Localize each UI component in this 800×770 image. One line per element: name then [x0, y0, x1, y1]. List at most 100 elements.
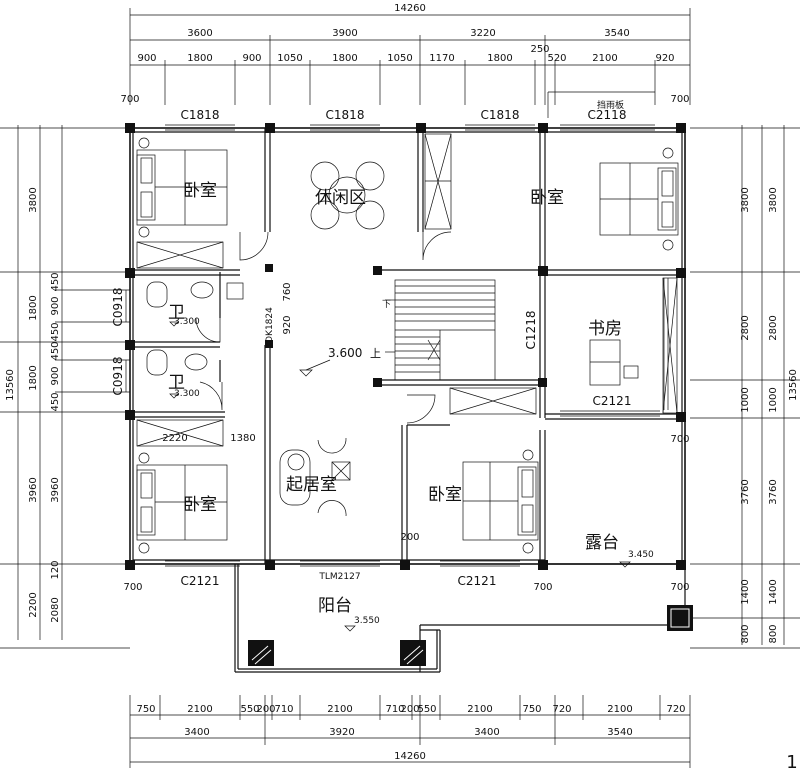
dim-left-in-3: 450: [50, 322, 61, 341]
dim-bot-14: 720: [666, 704, 685, 715]
dim-top2-7: 1170: [429, 53, 454, 64]
dim-left-in-2: 900: [50, 296, 61, 315]
dim-bot-13: 2100: [607, 704, 632, 715]
window-top-4: C2118: [588, 108, 627, 122]
room-study: 书房: [588, 319, 622, 339]
dim-top2-9: 250: [530, 44, 549, 55]
dim-top2-12: 920: [655, 53, 674, 64]
dim-bot-4: 200: [256, 704, 275, 715]
study-desk: [589, 339, 639, 386]
dim-bot-9: 550: [417, 704, 436, 715]
left-dimensions: 13560 3800 1800 1800 3960 2200 450 900 4…: [0, 125, 130, 649]
dim-right-in-3: 1000: [768, 387, 779, 412]
walls: [129, 127, 686, 673]
dim-right-1: 3800: [740, 187, 751, 212]
dim-700-a: 700: [120, 94, 139, 105]
dim-right-2: 2800: [740, 315, 751, 340]
room-bath-2: 卫: [168, 373, 185, 393]
dim-200: 200: [400, 532, 419, 543]
dim-top2-10: 520: [547, 53, 566, 64]
window-lines: [125, 91, 669, 567]
stair-down-label: 下: [382, 300, 391, 310]
room-bath-1: 卫: [168, 303, 185, 323]
column-hatches: [251, 608, 690, 665]
dim-bot-3: 550: [240, 704, 259, 715]
window-top-2: C1818: [326, 108, 365, 122]
dim-left-in-9: 2080: [50, 597, 61, 622]
dim-left-in-4: 450: [50, 341, 61, 360]
window-top-1: C1818: [181, 108, 220, 122]
dim-top2-8: 1800: [487, 53, 512, 64]
dim-bot2-2: 3920: [329, 727, 354, 738]
dim-760: 760: [282, 282, 293, 301]
dim-bot-1: 750: [136, 704, 155, 715]
window-top-3: C1818: [481, 108, 520, 122]
beds: [136, 137, 679, 554]
dim-2220: 2220: [162, 433, 187, 444]
dim-bot-2: 2100: [187, 704, 212, 715]
dim-left-in-7: 3960: [50, 477, 61, 502]
dim-right-total: 13560: [788, 369, 799, 401]
room-bedroom-nw: 卧室: [183, 181, 217, 201]
dim-bot2-1: 3400: [184, 727, 209, 738]
window-bottom-2: C2121: [458, 574, 497, 588]
dim-bot-8: 200: [400, 704, 419, 715]
dim-right-in-4: 3760: [768, 479, 779, 504]
dim-left-2: 1800: [28, 295, 39, 320]
dim-left-4: 3960: [28, 477, 39, 502]
window-bottom-1: C2121: [181, 574, 220, 588]
dim-left-3: 1800: [28, 365, 39, 390]
dim-bot2-3: 3400: [474, 727, 499, 738]
dim-left-total: 13560: [5, 369, 16, 401]
window-left-1: C0918: [111, 288, 125, 327]
room-living: 起居室: [286, 475, 337, 495]
stair-up-label: 上: [370, 347, 381, 360]
room-leisure: 休闲区: [315, 188, 366, 208]
dim-top2-3: 900: [242, 53, 261, 64]
dim-total-top: 14260: [394, 3, 426, 14]
dim-700-d: 700: [533, 582, 552, 593]
dim-top2-2: 1800: [187, 53, 212, 64]
dim-bot2-4: 3540: [607, 727, 632, 738]
dim-right-in-1: 3800: [768, 187, 779, 212]
dim-700-b: 700: [670, 94, 689, 105]
wardrobes: [136, 133, 678, 447]
page-mark: 1: [786, 752, 797, 770]
dim-right-in-5: 1400: [768, 579, 779, 604]
dim-top2-4: 1050: [277, 53, 302, 64]
dim-left-in-5: 900: [50, 366, 61, 385]
window-stair: C1218: [524, 311, 538, 350]
dim-right-3: 1000: [740, 387, 751, 412]
dim-920: 920: [282, 315, 293, 334]
dim-right-4: 3760: [740, 479, 751, 504]
dim-right-6: 800: [740, 624, 751, 643]
level-marks: [169, 321, 631, 632]
door-small: DK1824: [265, 307, 275, 343]
dim-700-c: 700: [123, 582, 142, 593]
dim-top2-11: 2100: [592, 53, 617, 64]
level-bath-1: 3.300: [174, 317, 200, 327]
level-bath-2: 3.300: [174, 389, 200, 399]
doors: [195, 231, 452, 560]
dim-700-f: 700: [670, 582, 689, 593]
room-bedroom-ne: 卧室: [530, 188, 564, 208]
dim-top-2: 3900: [332, 28, 357, 39]
dim-top-1: 3600: [187, 28, 212, 39]
bathroom-fixtures: [146, 281, 244, 376]
room-bedroom-sw: 卧室: [183, 495, 217, 515]
dim-700-e: 700: [670, 434, 689, 445]
window-left-2: C0918: [111, 357, 125, 396]
window-study: C2121: [593, 394, 632, 408]
dim-top2-6: 1050: [387, 53, 412, 64]
dim-left-in-8: 120: [50, 560, 61, 579]
top-dimensions: 14260 3600 3900 3220 3540 900 1800 900 1…: [129, 3, 691, 105]
bottom-dimensions: 750 2100 550 200 710 2100 710 200 550 21…: [129, 695, 798, 770]
dim-bot-7: 710: [385, 704, 404, 715]
dim-right-5: 1400: [740, 579, 751, 604]
staircase: [385, 279, 496, 381]
leisure-table: [310, 161, 385, 230]
dim-bot-11: 750: [522, 704, 541, 715]
dim-top2-5: 1800: [332, 53, 357, 64]
room-terrace: 露台: [585, 533, 619, 553]
